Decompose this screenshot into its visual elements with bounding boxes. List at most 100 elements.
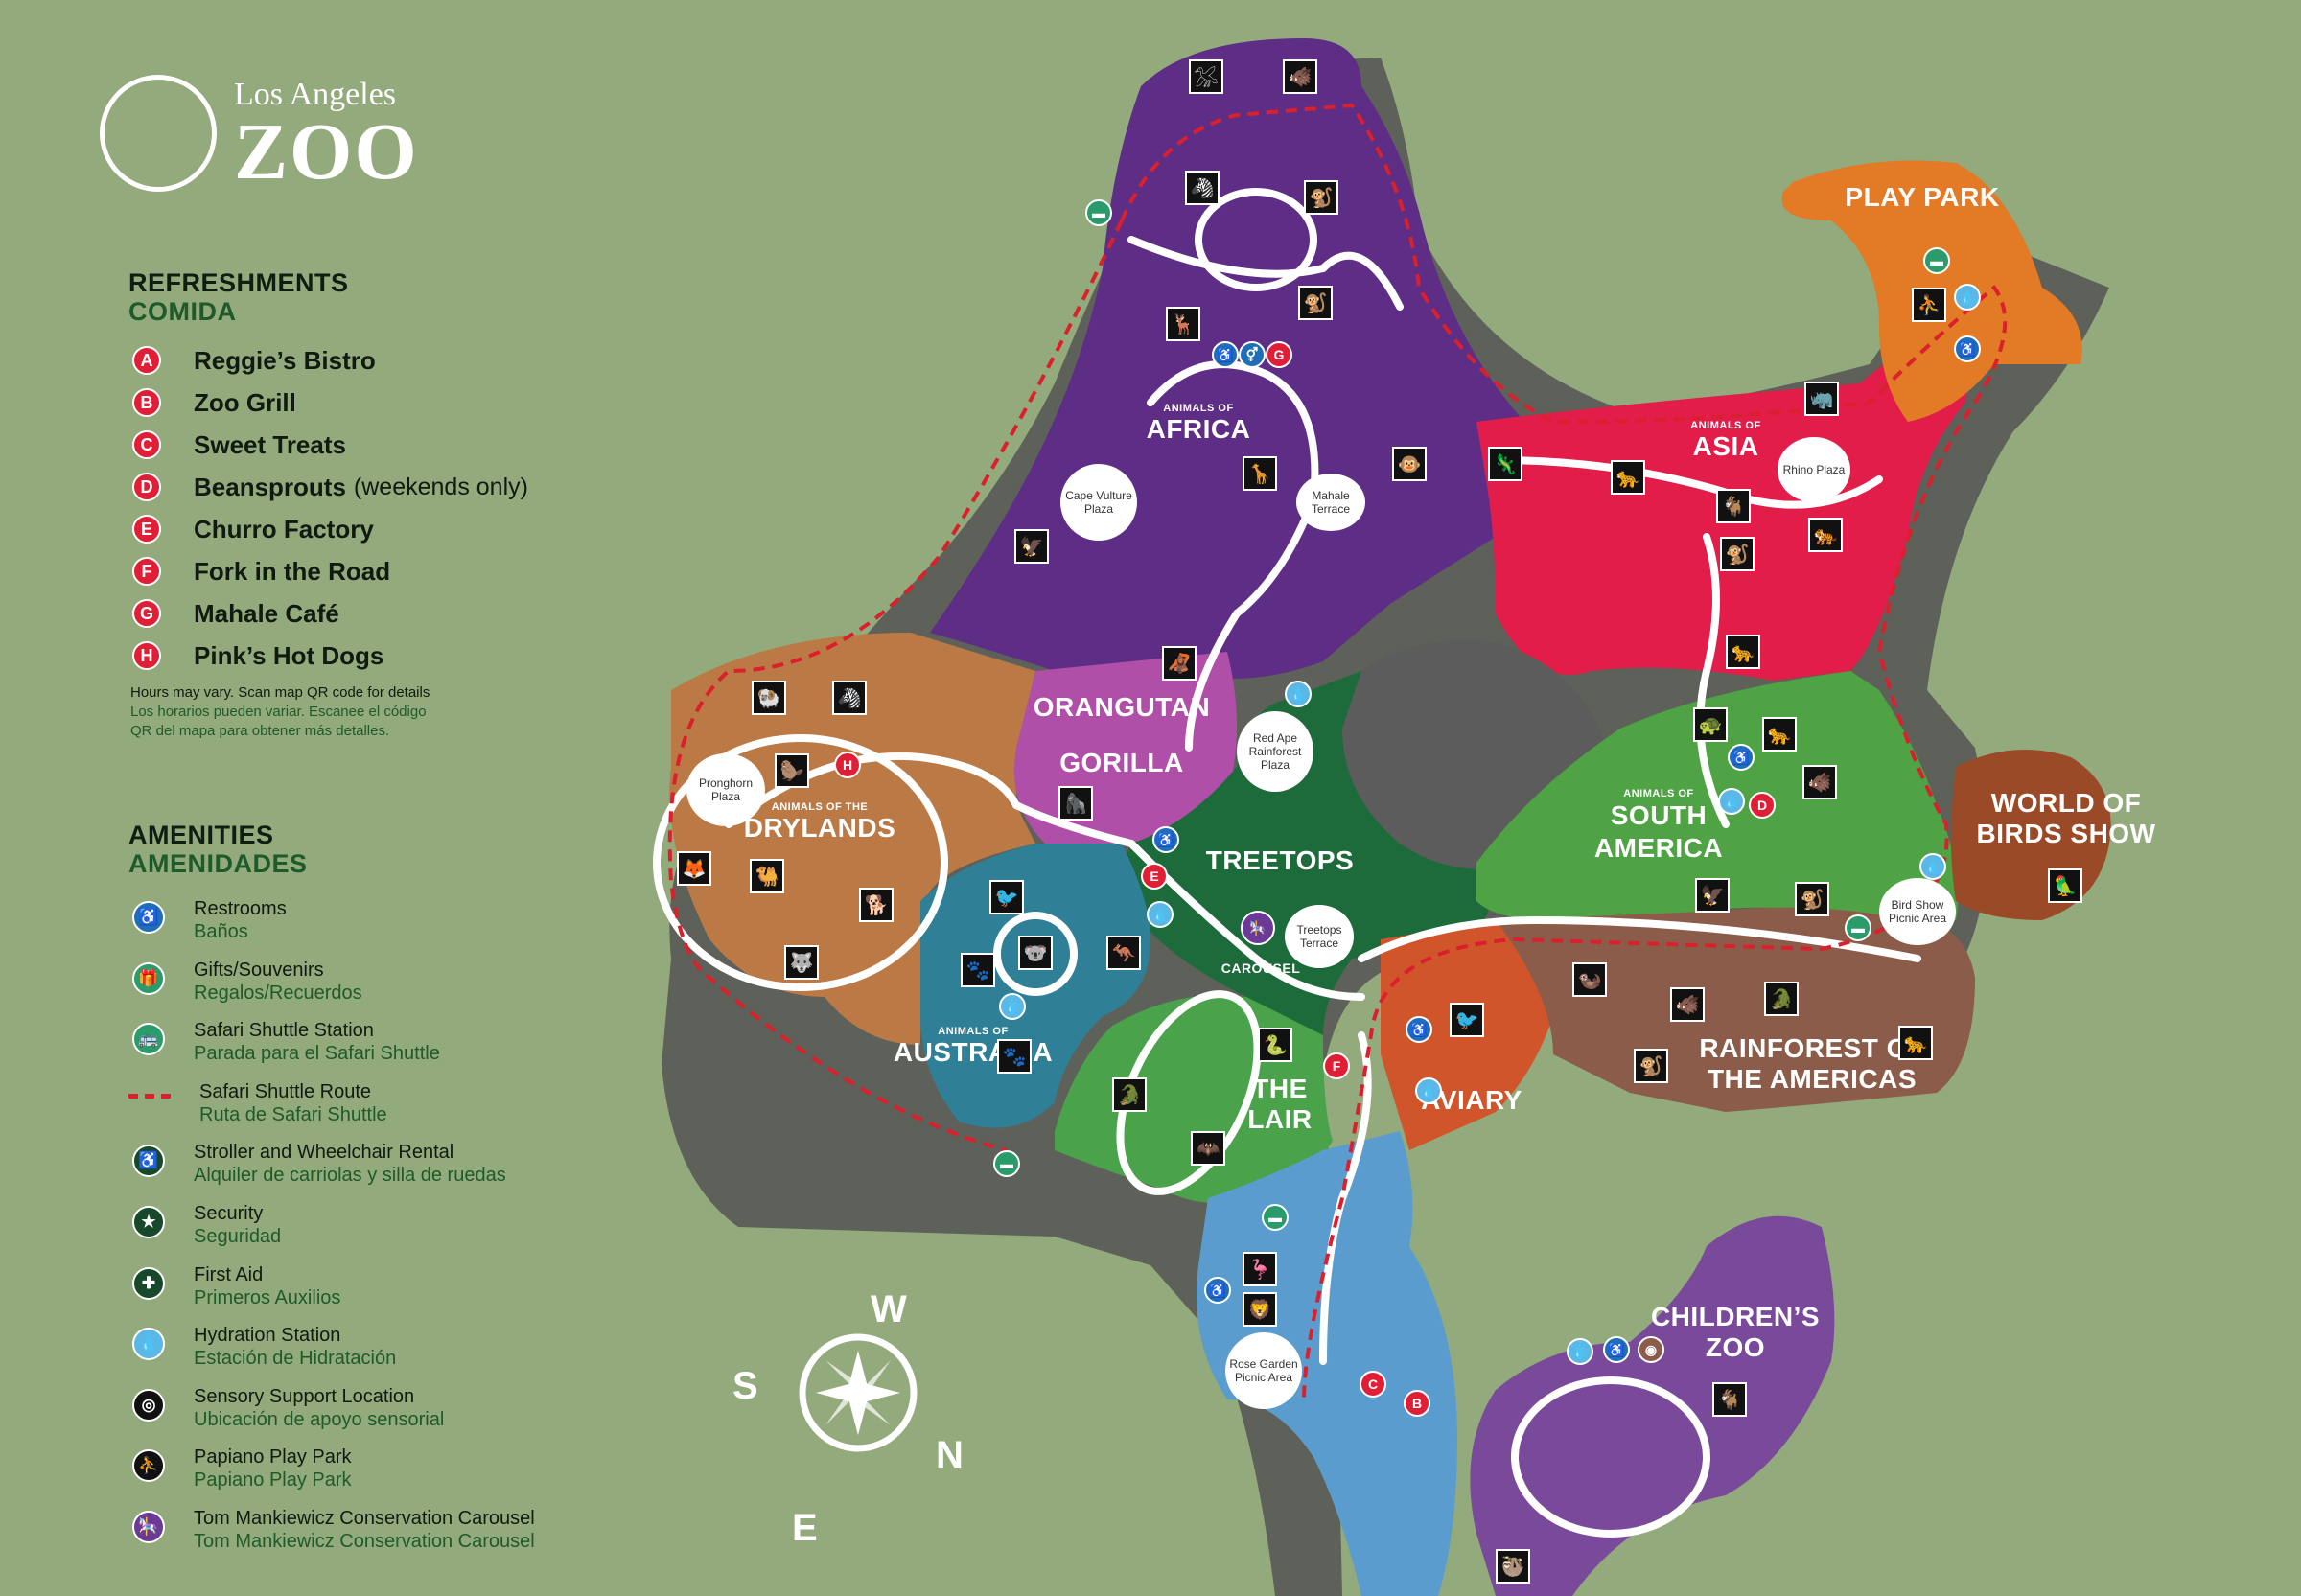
gorilla-icon[interactable]: 🦍 bbox=[1058, 786, 1093, 821]
meerkat-icon[interactable]: 🦫 bbox=[775, 753, 809, 788]
label-treetops[interactable]: TREETOPS bbox=[1205, 845, 1355, 875]
okapi-icon[interactable]: 🦓 bbox=[1185, 171, 1220, 205]
plaza-cape-vulture[interactable]: Cape Vulture Plaza bbox=[1060, 464, 1137, 541]
restroom-aviary-icon[interactable]: ♿ bbox=[1406, 1016, 1432, 1043]
plaza-treetops-terrace[interactable]: Treetops Terrace bbox=[1285, 905, 1354, 968]
tasmanian-devil-icon[interactable]: 🐾 bbox=[961, 953, 995, 987]
refreshment-e-icon[interactable]: E bbox=[1141, 863, 1168, 890]
restroom-entry-icon[interactable]: ♿ bbox=[1204, 1277, 1231, 1304]
jaguar-rainforest-icon[interactable]: 🐆 bbox=[1898, 1026, 1933, 1060]
restroom-treetops-icon[interactable]: ♿ bbox=[1152, 826, 1179, 853]
refreshment-c-icon[interactable]: C bbox=[1360, 1371, 1386, 1398]
rhino-icon[interactable]: 🦏 bbox=[1804, 382, 1839, 416]
restroom-play-park-icon[interactable]: ♿ bbox=[1954, 335, 1981, 362]
gibbon-icon[interactable]: 🐒 bbox=[1720, 537, 1755, 571]
bird-show-icon[interactable]: 🦜 bbox=[2048, 868, 2082, 903]
restroom-africa-icon[interactable]: ♿ bbox=[1212, 341, 1239, 368]
label-orangutan[interactable]: ORANGUTAN bbox=[1033, 692, 1211, 722]
warthog-icon[interactable]: 🐗 bbox=[1283, 59, 1317, 94]
tiger-icon[interactable]: 🐅 bbox=[1808, 518, 1843, 552]
hydration-sa-icon[interactable]: 💧 bbox=[1718, 788, 1745, 815]
monkey-icon[interactable]: 🐒 bbox=[1298, 286, 1333, 320]
hyena-icon[interactable]: 🐺 bbox=[784, 945, 819, 980]
zebra-icon[interactable]: 🦓 bbox=[832, 681, 867, 715]
caiman-icon[interactable]: 🐊 bbox=[1764, 982, 1799, 1016]
play-park-icon[interactable]: ⛹ bbox=[1912, 288, 1946, 322]
wombat-icon[interactable]: 🐾 bbox=[997, 1039, 1032, 1074]
impala-icon[interactable]: 🦌 bbox=[1166, 307, 1200, 341]
plaza-mahale-terrace[interactable]: Mahale Terrace bbox=[1296, 474, 1365, 531]
refreshment-b-icon[interactable]: B bbox=[1404, 1390, 1430, 1417]
condor-icon[interactable]: 🦅 bbox=[1695, 878, 1730, 913]
tortoise-icon[interactable]: 🐢 bbox=[1693, 707, 1728, 742]
otter-icon[interactable]: 🦦 bbox=[1572, 962, 1607, 997]
label-play-park[interactable]: PLAY PARK bbox=[1845, 182, 2000, 212]
fox-icon[interactable]: 🦊 bbox=[677, 851, 711, 886]
hydration-red-ape-icon[interactable]: 💧 bbox=[1285, 681, 1312, 707]
peccary-icon[interactable]: 🐗 bbox=[1670, 987, 1705, 1022]
hydration-birds-icon[interactable]: 💧 bbox=[1919, 853, 1946, 880]
aviary-hydration-icon[interactable]: 💧 bbox=[1415, 1077, 1442, 1104]
crocodile-icon[interactable]: 🐊 bbox=[1112, 1077, 1147, 1112]
refreshment-d-icon[interactable]: D bbox=[1749, 792, 1776, 819]
vulture-icon[interactable]: 🦅 bbox=[1014, 529, 1049, 564]
plaza-pronghorn[interactable]: Pronghorn Plaza bbox=[686, 753, 765, 826]
koala-icon[interactable]: 🐨 bbox=[1018, 936, 1053, 970]
hydration-treetops-icon[interactable]: 💧 bbox=[1147, 901, 1174, 928]
carousel-icon[interactable]: 🎠 bbox=[1241, 911, 1275, 945]
hydration-childrens-icon[interactable]: 💧 bbox=[1567, 1338, 1593, 1365]
label-carousel[interactable]: CAROUSEL bbox=[1220, 960, 1301, 976]
plaza-rose-garden[interactable]: Rose Garden Picnic Area bbox=[1225, 1332, 1302, 1409]
emu-icon[interactable]: 🐦 bbox=[989, 880, 1024, 914]
refreshment-g-icon[interactable]: G bbox=[1266, 341, 1292, 368]
plaza-bird-show-picnic[interactable]: Bird Show Picnic Area bbox=[1879, 878, 1956, 945]
shuttle-stop-entry-icon[interactable]: ▬ bbox=[1262, 1204, 1289, 1231]
giraffe-icon[interactable]: 🦒 bbox=[1243, 456, 1277, 491]
dog-icon[interactable]: 🐕 bbox=[859, 888, 894, 922]
tapir-icon[interactable]: 🐗 bbox=[1802, 765, 1837, 799]
flamingo-entry-icon[interactable]: 🦩 bbox=[1243, 1252, 1277, 1286]
aviary-birds-icon[interactable]: 🐦 bbox=[1450, 1003, 1484, 1037]
restroom-childrens-icon[interactable]: ♿ bbox=[1603, 1336, 1630, 1363]
leopard-icon[interactable]: 🐆 bbox=[1726, 635, 1760, 669]
kangaroo-icon[interactable]: 🦘 bbox=[1106, 936, 1141, 970]
monkey-sa-icon[interactable]: 🐒 bbox=[1795, 882, 1829, 916]
takin-icon[interactable]: 🐐 bbox=[1716, 489, 1751, 523]
bat-icon[interactable]: 🦇 bbox=[1191, 1131, 1225, 1166]
snow-leopard-icon[interactable]: 🐆 bbox=[1611, 460, 1645, 495]
label-gorilla[interactable]: GORILLA bbox=[1059, 748, 1184, 777]
shuttle-stop-play-park-icon[interactable]: ▬ bbox=[1923, 247, 1950, 274]
goat-icon[interactable]: 🐐 bbox=[1712, 1382, 1747, 1417]
shuttle-stop-birds-icon[interactable]: ▬ bbox=[1845, 914, 1871, 941]
orangutan-icon[interactable]: 🦧 bbox=[1162, 646, 1197, 681]
restroom-sa-icon[interactable]: ♿ bbox=[1728, 744, 1755, 771]
childrens-zoo-sign-icon[interactable]: ◉ bbox=[1638, 1336, 1664, 1363]
refreshment-f-icon[interactable]: F bbox=[1323, 1052, 1350, 1079]
spider-monkey-icon[interactable]: 🐒 bbox=[1634, 1049, 1668, 1083]
plaza-rhino[interactable]: Rhino Plaza bbox=[1778, 437, 1850, 502]
refreshment-h-icon[interactable]: H bbox=[834, 752, 861, 778]
snake-icon[interactable]: 🐍 bbox=[1258, 1028, 1292, 1062]
hydration-play-park-icon[interactable]: 💧 bbox=[1954, 284, 1981, 311]
lion-icon[interactable]: 🦁 bbox=[1243, 1292, 1277, 1327]
sloth-icon[interactable]: 🦥 bbox=[1496, 1549, 1530, 1584]
flamingo-icon[interactable]: 𓅮 bbox=[1189, 59, 1223, 94]
chimpanzee-icon[interactable]: 🐵 bbox=[1392, 447, 1427, 481]
plaza-red-ape[interactable]: Red Ape Rainforest Plaza bbox=[1237, 711, 1313, 792]
komodo-icon[interactable]: 🦎 bbox=[1488, 447, 1522, 481]
jaguar-icon[interactable]: 🐆 bbox=[1762, 717, 1797, 752]
